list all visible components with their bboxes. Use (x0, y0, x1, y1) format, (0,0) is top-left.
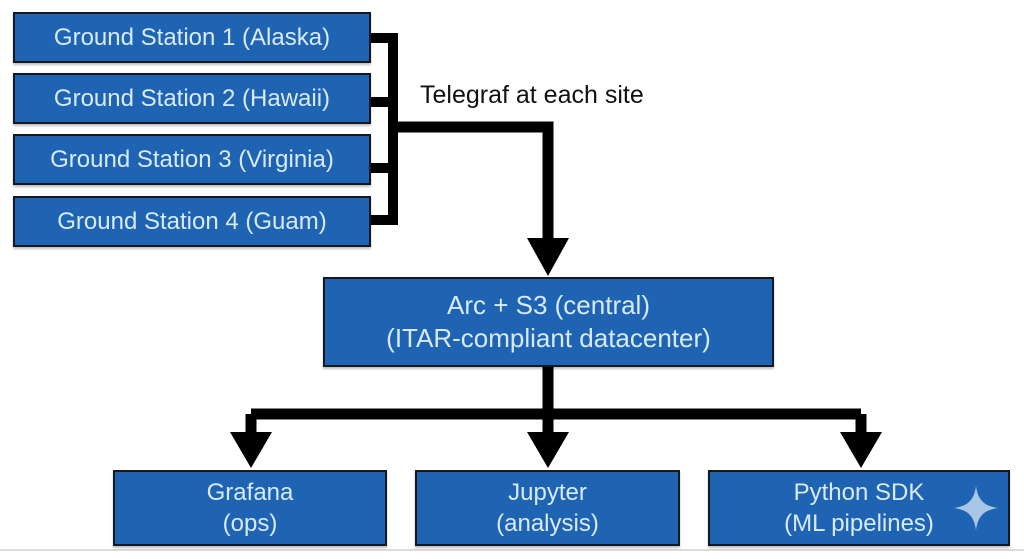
arrowhead-to-central (527, 238, 569, 276)
node-label-line2: (analysis) (496, 510, 599, 537)
node-label-line2: (ML pipelines) (784, 510, 934, 537)
node-jupyter: Jupyter (analysis) (415, 470, 680, 546)
arrowhead-to-jupyter (527, 432, 569, 468)
node-label: Ground Station 2 (Hawaii) (53, 84, 331, 112)
sparkle-icon (954, 486, 998, 530)
node-ground-station-4: Ground Station 4 (Guam) (13, 196, 371, 247)
node-grafana: Grafana (ops) (113, 470, 387, 546)
node-label-line1: Python SDK (793, 479, 925, 506)
arrowhead-to-grafana (230, 432, 272, 468)
node-ground-station-3: Ground Station 3 (Virginia) (13, 134, 371, 185)
node-label-line1: Jupyter (508, 479, 587, 506)
node-label: Ground Station 4 (Guam) (57, 207, 327, 235)
node-label: Ground Station 3 (Virginia) (50, 145, 334, 173)
node-label: Ground Station 1 (Alaska) (53, 23, 331, 51)
arrow-line-to-central (393, 121, 554, 240)
python-sdk-label-wrap: Python SDK (ML pipelines) (710, 472, 1008, 544)
node-ground-station-2: Ground Station 2 (Hawaii) (13, 73, 371, 124)
node-label-line1: Grafana (206, 479, 294, 506)
node-label-line2: (ITAR-compliant datacenter) (386, 323, 711, 353)
node-label-line2: (ops) (222, 510, 278, 537)
node-ground-station-1: Ground Station 1 (Alaska) (13, 12, 371, 63)
annotation-telegraf: Telegraf at each site (420, 81, 644, 109)
arrowhead-to-python-sdk (840, 432, 882, 468)
node-arc-s3-central: Arc + S3 (central) (ITAR-compliant datac… (323, 277, 774, 367)
node-label-line1: Arc + S3 (central) (446, 290, 650, 320)
bottom-divider-line (0, 549, 1024, 551)
node-python-sdk: Python SDK (ML pipelines) (708, 470, 1010, 546)
